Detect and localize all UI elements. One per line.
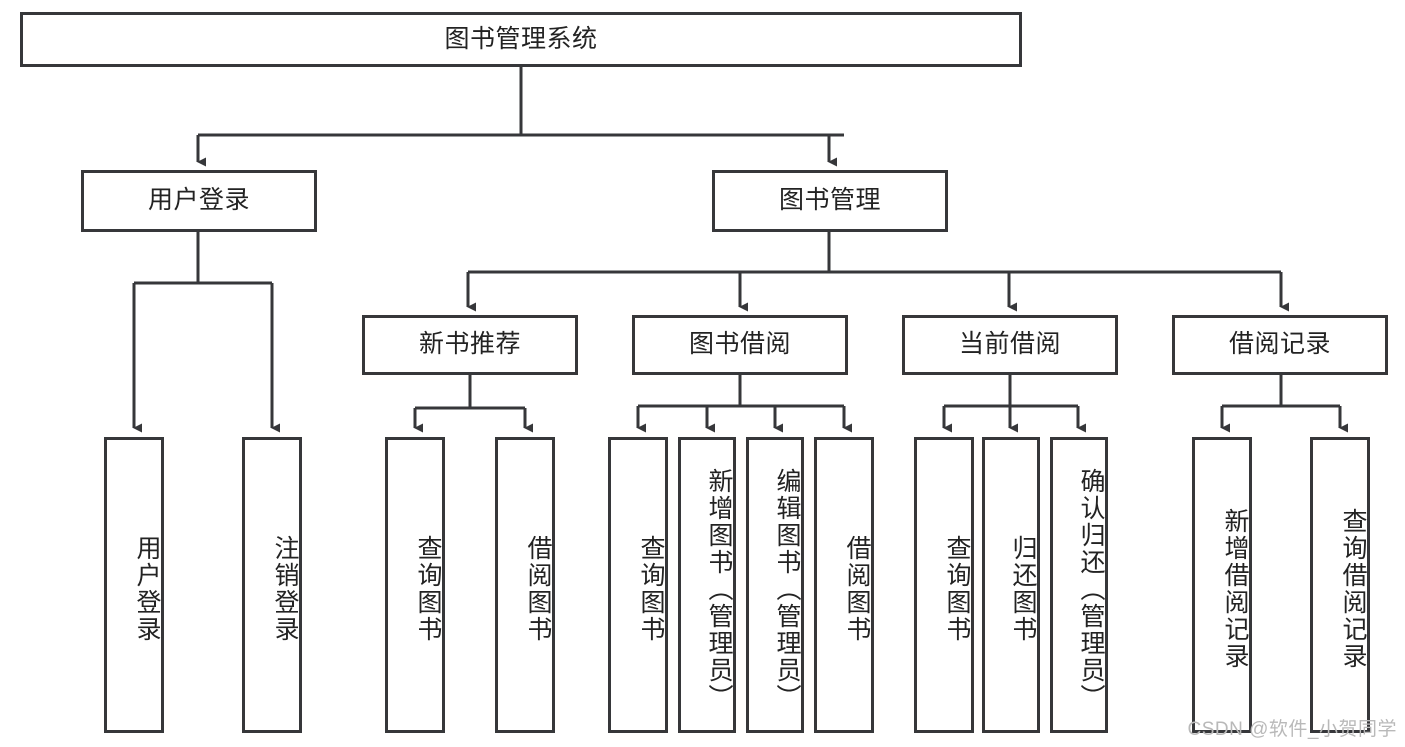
node-book-management[interactable]: 图书管理 xyxy=(712,170,948,232)
leaf-book-borrow-query[interactable]: 查询图书 xyxy=(608,437,668,733)
node-label: 查询图书 xyxy=(943,535,971,643)
node-label: 借阅图书 xyxy=(524,535,552,643)
leaf-current-borrow-confirm-return[interactable]: 确认归还（管理员） xyxy=(1050,437,1108,733)
node-root-system[interactable]: 图书管理系统 xyxy=(20,12,1022,67)
csdn-watermark: CSDN @软件_小贺同学 xyxy=(1187,719,1397,740)
node-label: 查询图书 xyxy=(637,535,665,643)
leaf-new-books-borrow[interactable]: 借阅图书 xyxy=(495,437,555,733)
node-label: 新书推荐 xyxy=(418,330,521,359)
node-label: 图书管理系统 xyxy=(444,24,598,53)
node-new-book-recommend[interactable]: 新书推荐 xyxy=(362,315,578,375)
leaf-borrow-records-add[interactable]: 新增借阅记录 xyxy=(1192,437,1252,733)
node-label: 当前借阅 xyxy=(958,330,1061,359)
leaf-book-borrow-borrow[interactable]: 借阅图书 xyxy=(814,437,874,733)
node-current-borrow[interactable]: 当前借阅 xyxy=(902,315,1118,375)
leaf-borrow-records-query[interactable]: 查询借阅记录 xyxy=(1310,437,1370,733)
leaf-new-books-query[interactable]: 查询图书 xyxy=(385,437,445,733)
leaf-user-login-login[interactable]: 用户登录 xyxy=(104,437,164,733)
node-label: 查询借阅记录 xyxy=(1339,508,1367,670)
leaf-current-borrow-query[interactable]: 查询图书 xyxy=(914,437,974,733)
leaf-book-borrow-add[interactable]: 新增图书（管理员） xyxy=(678,437,736,733)
node-label: 确认归还（管理员） xyxy=(1077,467,1105,711)
node-label: 查询图书 xyxy=(414,535,442,643)
leaf-user-login-logout[interactable]: 注销登录 xyxy=(242,437,302,733)
node-label: 新增借阅记录 xyxy=(1221,508,1249,670)
leaf-current-borrow-return[interactable]: 归还图书 xyxy=(982,437,1040,733)
node-label: 编辑图书（管理员） xyxy=(773,467,801,711)
node-label: 图书借阅 xyxy=(688,330,791,359)
node-label: 图书管理 xyxy=(778,186,881,215)
node-label: 用户登录 xyxy=(133,535,161,643)
node-book-borrow[interactable]: 图书借阅 xyxy=(632,315,848,375)
node-label: 注销登录 xyxy=(271,535,299,643)
node-label: 归还图书 xyxy=(1009,535,1037,643)
node-label: 借阅图书 xyxy=(843,535,871,643)
node-label: 借阅记录 xyxy=(1228,330,1331,359)
node-borrow-records[interactable]: 借阅记录 xyxy=(1172,315,1388,375)
node-user-login[interactable]: 用户登录 xyxy=(81,170,317,232)
leaf-book-borrow-edit[interactable]: 编辑图书（管理员） xyxy=(746,437,804,733)
node-label: 新增图书（管理员） xyxy=(705,467,733,711)
node-label: 用户登录 xyxy=(147,186,250,215)
